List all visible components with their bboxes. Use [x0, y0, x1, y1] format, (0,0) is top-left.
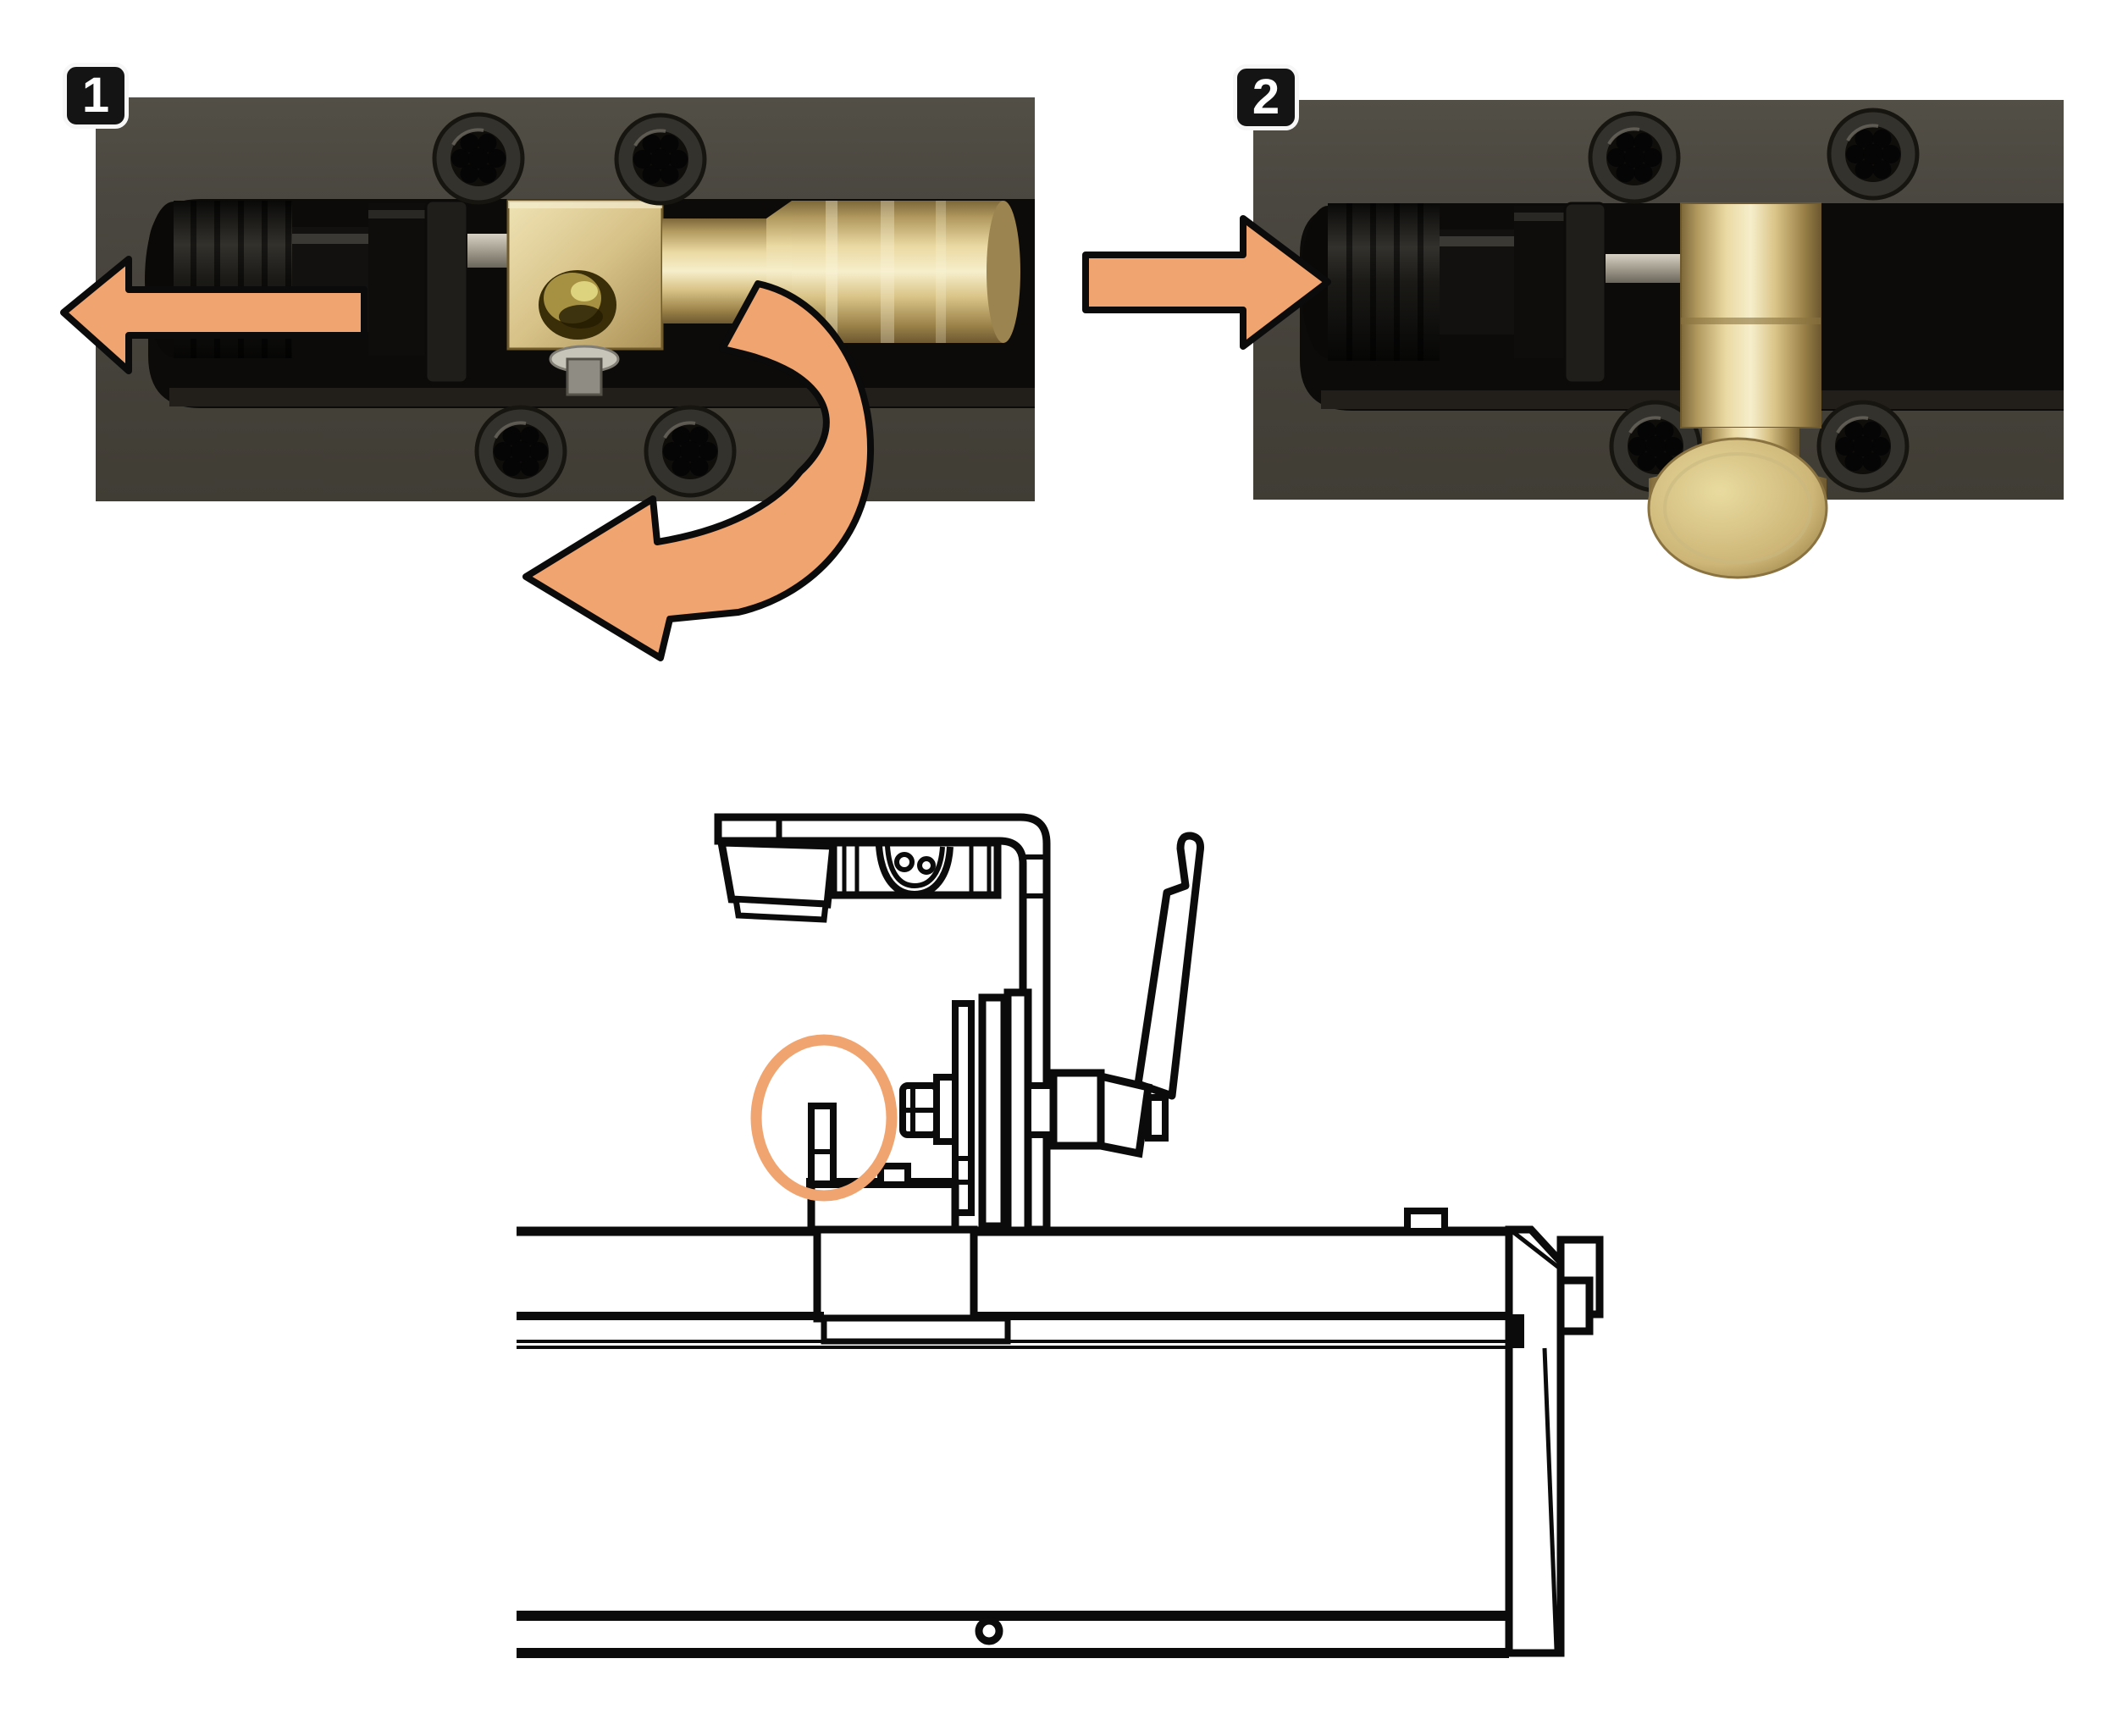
arrow-right-icon	[1082, 215, 1331, 350]
end-cap-tab	[1404, 1208, 1448, 1235]
screw-top-left	[1590, 113, 1678, 202]
rail	[517, 1226, 1509, 1658]
lever-boss	[1097, 1071, 1153, 1158]
lever-tab	[1563, 202, 1607, 384]
carriage-step	[877, 1163, 911, 1188]
photo-step-2	[1253, 100, 2064, 579]
step-1-badge: 1	[63, 63, 129, 129]
brass-thumbscrew-vertical	[1647, 202, 1828, 579]
clamp-bolt	[899, 1074, 959, 1145]
arrow-left-icon	[60, 256, 368, 374]
front-plate	[978, 993, 1009, 1230]
screw-top-right	[616, 115, 705, 203]
clamp-plates	[952, 988, 1032, 1236]
clamp-bowl-outer	[876, 845, 953, 898]
screw-bottom-right	[646, 407, 734, 495]
silver-shaft-pin	[1606, 254, 1681, 283]
step-photos-figure	[60, 97, 2064, 661]
rail-end-cap	[1404, 1208, 1604, 1657]
clamp-screw-head	[566, 357, 603, 396]
rail-hole	[975, 1617, 1003, 1645]
brass-knob-face	[1647, 437, 1828, 579]
carriage-lip	[821, 1315, 1011, 1345]
locating-pin-group	[808, 1103, 837, 1187]
arrow-rotate-down-icon	[522, 280, 875, 661]
lever-tab	[424, 199, 469, 384]
clamp-body	[1025, 1069, 1169, 1158]
brass-thumbscrew-horizontal	[506, 199, 1020, 396]
clamp-lever-handle	[1134, 832, 1204, 1100]
brass-knob-head	[792, 201, 1003, 343]
clamp-block	[1049, 1069, 1105, 1150]
pin-highlight-circle-icon	[750, 1034, 898, 1202]
screw-top-left	[434, 114, 522, 202]
step-1-number: 1	[81, 68, 110, 123]
locating-pin	[808, 1103, 837, 1187]
step-2-badge: 2	[1233, 64, 1299, 130]
carriage	[806, 1163, 1011, 1345]
side-view-line-drawing	[517, 813, 1604, 1658]
brass-knob-end-cap	[987, 201, 1020, 343]
carriage-front-face	[813, 1225, 978, 1323]
end-cap-notch	[1509, 1314, 1524, 1348]
step-2-number: 2	[1252, 69, 1280, 124]
end-knob-head	[1556, 1276, 1594, 1335]
silver-shaft-pin	[467, 234, 514, 268]
lever-boss-tab	[1145, 1094, 1169, 1142]
lens-housing-lip	[732, 896, 829, 923]
lens-housing	[716, 838, 837, 909]
screw-bottom-right	[1819, 402, 1907, 490]
screw-top-right	[1829, 110, 1917, 198]
screw-bottom-left	[477, 407, 565, 495]
black-plunger-knob	[1301, 203, 1567, 361]
clamp-bowl-inner	[885, 845, 945, 889]
clamp-connector	[1025, 1082, 1057, 1138]
brass-block	[1680, 202, 1821, 428]
